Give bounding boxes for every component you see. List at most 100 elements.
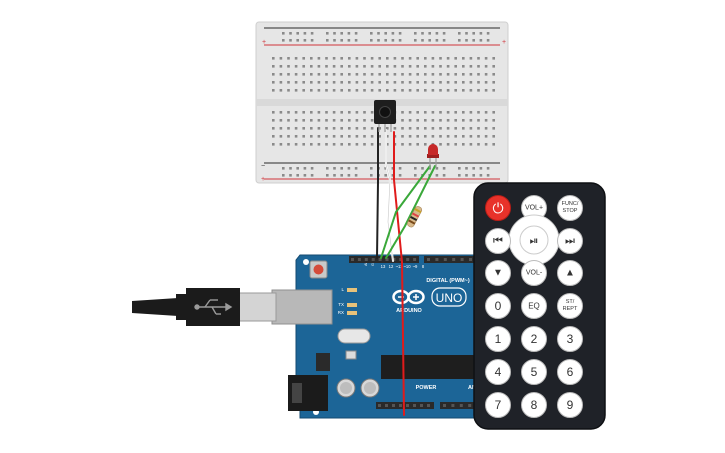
breadboard-hole (421, 167, 424, 170)
usb-port (271, 289, 333, 325)
breadboard-hole (332, 111, 336, 114)
next-button[interactable]: ⏭ (557, 228, 583, 254)
breadboard-hole (310, 39, 314, 42)
prev-icon: ⏮ (493, 235, 503, 247)
breadboard-hole (340, 65, 343, 68)
breadboard-hole (401, 81, 404, 84)
breadboard-hole (431, 89, 435, 92)
breadboard-hole (424, 127, 427, 130)
breadboard-hole (416, 143, 419, 146)
breadboard-hole (363, 119, 366, 122)
breadboard-hole (310, 57, 313, 60)
digit-4-button[interactable]: 4 (485, 359, 511, 385)
up-button[interactable]: ▲ (557, 260, 583, 286)
breadboard-hole (279, 65, 283, 68)
header-pin (452, 258, 456, 261)
play-pause-button[interactable]: ⏯ (530, 235, 539, 247)
breadboard-hole (408, 135, 412, 138)
breadboard-hole (282, 39, 285, 42)
breadboard-hole (332, 57, 336, 60)
breadboard-hole (294, 119, 298, 122)
breadboard-hole (401, 73, 404, 76)
breadboard-hole (431, 127, 435, 130)
bottom-rail-plus-sign: + (261, 176, 265, 183)
led-dome (428, 144, 438, 155)
breadboard-hole (477, 57, 480, 60)
analog-header (440, 402, 494, 409)
breadboard-hole (325, 57, 328, 60)
eq-button[interactable]: EQ (521, 293, 547, 319)
breadboard-hole (401, 111, 404, 114)
breadboard-hole (332, 135, 336, 138)
down-button[interactable]: ▼ (485, 260, 511, 286)
breadboard-hole (454, 65, 457, 68)
breadboard-hole (302, 89, 305, 92)
led-rim (427, 154, 439, 158)
digit-5-button[interactable]: 5 (521, 359, 547, 385)
breadboard-hole (416, 73, 419, 76)
digit-6-button[interactable]: 6 (557, 359, 583, 385)
digit-8-button[interactable]: 8 (521, 392, 547, 418)
breadboard-hole (454, 127, 457, 130)
breadboard-hole (469, 119, 473, 122)
breadboard-hole (310, 81, 313, 84)
ir-receiver (374, 100, 396, 132)
breadboard-hole (398, 174, 402, 177)
header-pin (443, 404, 446, 407)
usb-plug-strain (176, 294, 188, 320)
breadboard-hole (458, 174, 461, 177)
breadboard-hole (484, 57, 488, 60)
breadboard-hole (378, 143, 381, 146)
breadboard-holes (272, 32, 495, 177)
breadboard-hole (302, 65, 305, 68)
breadboard-hole (282, 174, 285, 177)
power-button[interactable]: ⏻ (485, 195, 511, 221)
breadboard-hole (287, 81, 290, 84)
ir-receiver-lens (379, 106, 391, 118)
breadboard-hole (416, 89, 419, 92)
breadboard-hole (279, 111, 283, 114)
vol-down-button[interactable]: VOL- (521, 260, 547, 286)
breadboard-hole (416, 135, 419, 138)
digit-7-button[interactable]: 7 (485, 392, 511, 418)
breadboard-hole (355, 135, 359, 138)
breadboard-hole (287, 119, 290, 122)
breadboard-hole (348, 111, 351, 114)
breadboard-hole (377, 39, 380, 42)
breadboard-hole (378, 57, 381, 60)
breadboard-hole (454, 81, 457, 84)
zero-button[interactable]: 0 (485, 293, 511, 319)
func-stop-button[interactable]: FUNC/ STOP (557, 195, 583, 221)
breadboard-hole (431, 81, 435, 84)
breadboard-hole (279, 119, 283, 122)
pin-label-12: 12 (389, 264, 394, 269)
digit-9-button[interactable]: 9 (557, 392, 583, 418)
breadboard-hole (446, 57, 450, 60)
breadboard-hole (289, 39, 292, 42)
digit-2-button[interactable]: 2 (521, 326, 547, 352)
header-pin (413, 404, 416, 407)
breadboard-hole (472, 174, 475, 177)
breadboard-hole (386, 127, 389, 130)
breadboard-hole (303, 32, 307, 35)
digit-3-button[interactable]: 3 (557, 326, 583, 352)
breadboard-hole (317, 81, 321, 84)
breadboard-hole (462, 57, 465, 60)
arduino-uno: L TX RX ARDUINO UNO DIGITAL (PWM~) AREF … (132, 254, 499, 419)
breadboard-hole (398, 167, 402, 170)
header-pin (385, 404, 388, 407)
digit-1-button[interactable]: 1 (485, 326, 511, 352)
breadboard-hole (416, 119, 419, 122)
breadboard-hole (272, 81, 275, 84)
breadboard-hole (484, 143, 488, 146)
breadboard-hole (439, 119, 442, 122)
digital-header-right (424, 256, 494, 263)
reset-button-cap[interactable] (313, 264, 324, 275)
vol-down-label: VOL- (526, 270, 543, 277)
breadboard-hole (279, 127, 283, 130)
breadboard-hole (454, 111, 457, 114)
prev-button[interactable]: ⏮ (485, 228, 511, 254)
breadboard-hole (363, 73, 366, 76)
breadboard-hole (332, 127, 336, 130)
st-rept-button[interactable]: ST/ REPT (557, 293, 583, 319)
